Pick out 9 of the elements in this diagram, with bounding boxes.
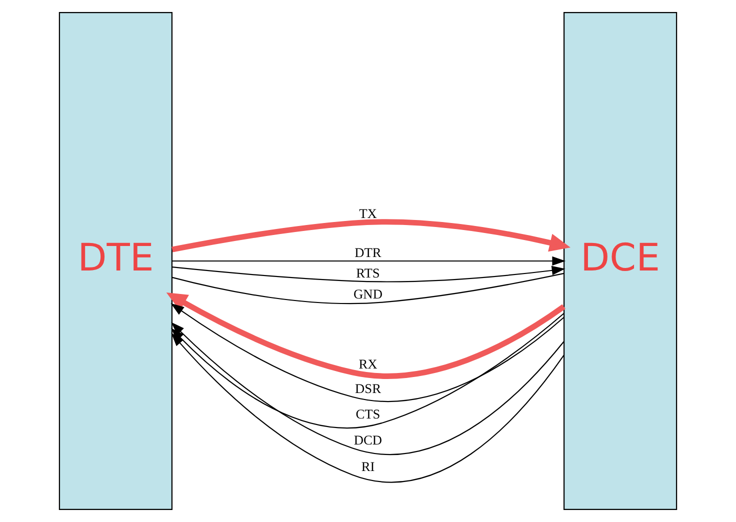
edge-label: RI: [361, 459, 375, 474]
edge-label: DTR: [354, 245, 382, 260]
edge-label: RTS: [356, 265, 380, 280]
edge-label: RX: [358, 356, 378, 372]
edge-label: GND: [354, 286, 382, 302]
edge-label: DCD: [354, 432, 382, 448]
edge-label: DSR: [355, 381, 381, 396]
edge-label: TX: [359, 206, 377, 222]
edge-label: CTS: [356, 406, 380, 422]
